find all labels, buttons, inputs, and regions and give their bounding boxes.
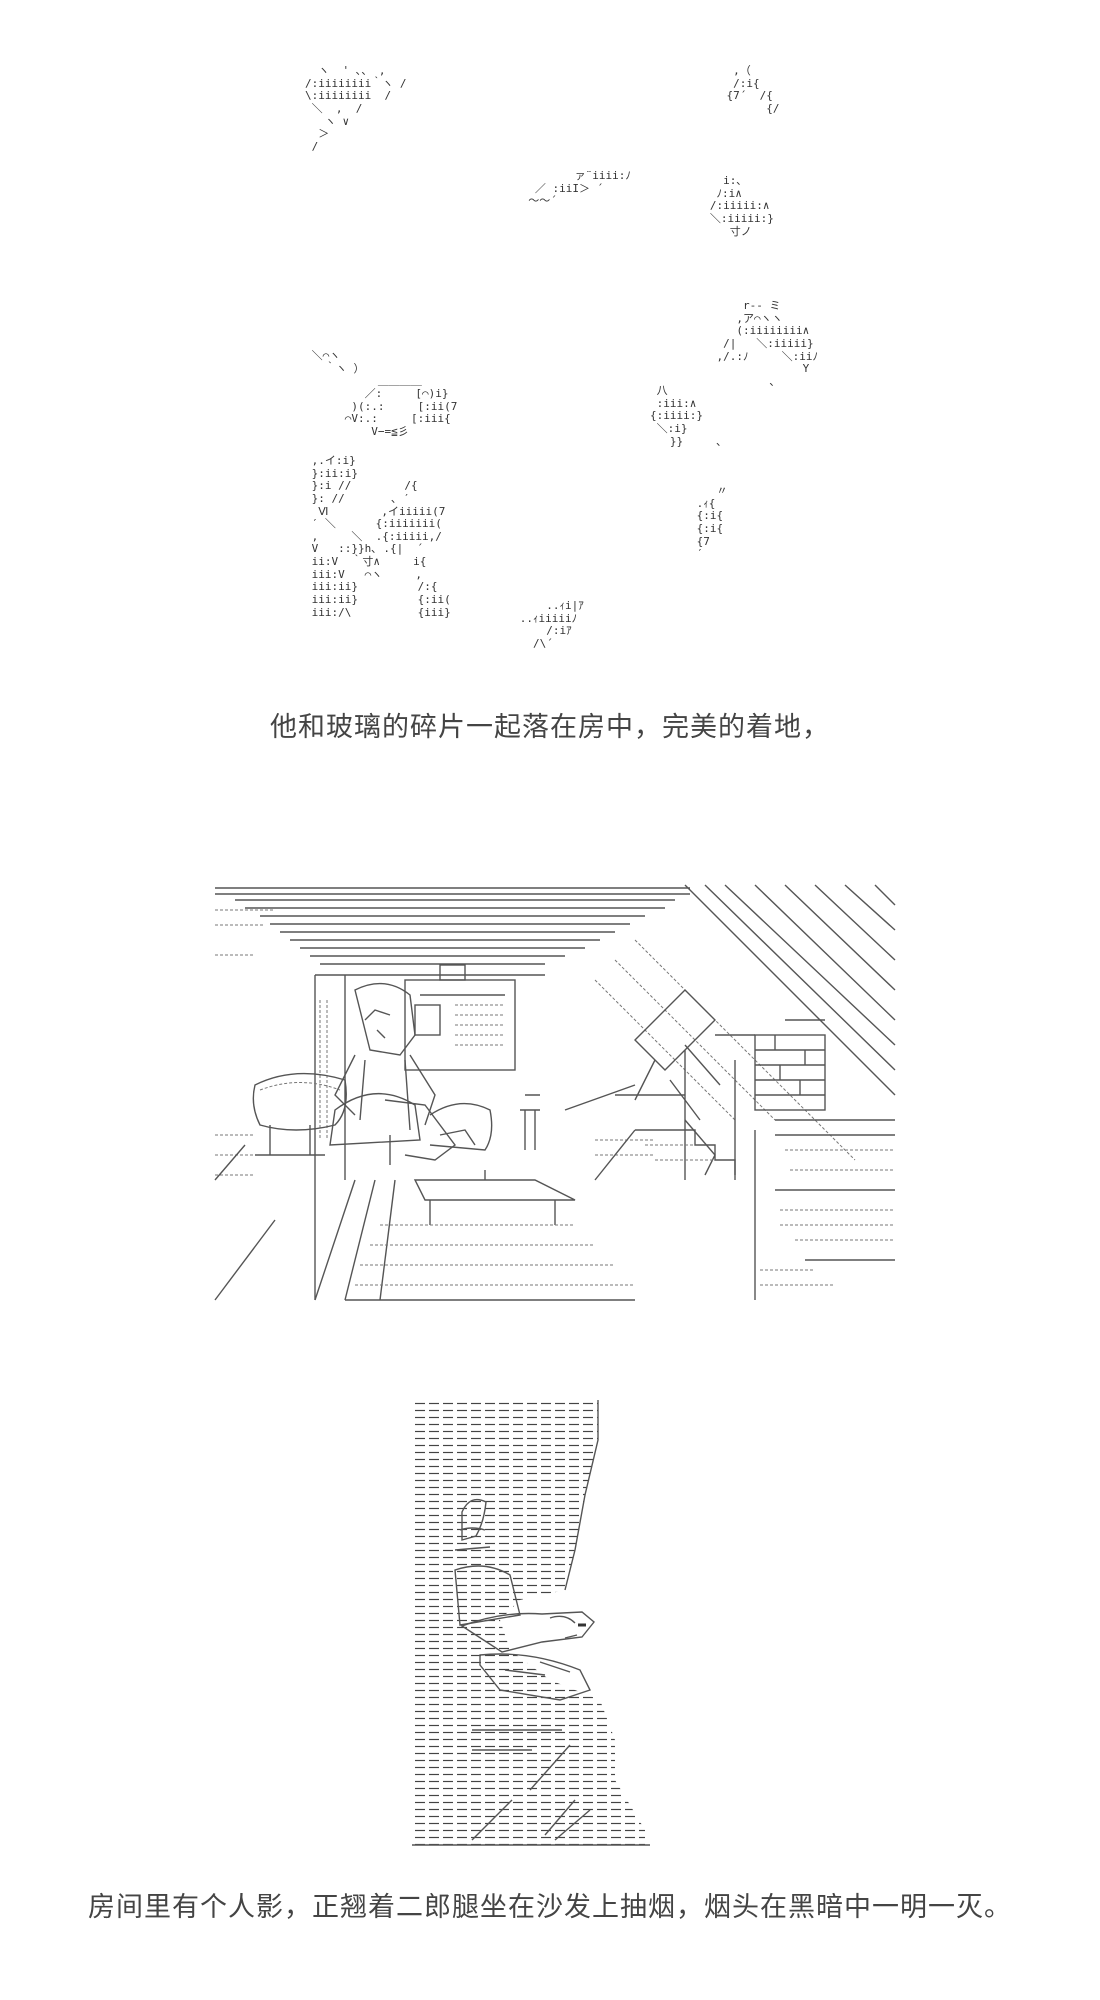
side-table	[252, 1072, 347, 1156]
panel-dark-room: 房间里有个人影，正翘着二郎腿坐在沙发上抽烟，烟头在黑暗中一明一灭。	[0, 1400, 1100, 2000]
figure-head	[461, 1498, 487, 1541]
dark-room-silhouette-illustration	[412, 1400, 650, 1846]
ascii-art-figure-body: ,.イ:i} }:ii:i} }:i // /{ }: // ､ ′ Ⅵ ,イi…	[311, 454, 451, 619]
right-shelves	[754, 1119, 895, 1300]
ascii-art-figure-right-leg: ..ｨi|ｱ ..ｨiiiiiﾉ /:iｱ /\´	[519, 599, 584, 650]
standing-figure	[334, 982, 436, 1165]
window-blinds	[594, 884, 896, 1161]
stairs	[594, 1129, 736, 1181]
cabinet	[404, 964, 516, 1071]
ceiling-layers	[215, 887, 690, 965]
panel-room-interior	[0, 860, 1100, 1310]
room-interior-illustration	[214, 884, 896, 1301]
ascii-art-glass-shard-top-right: ,（ /:i{ {7´ /{ {/	[726, 64, 780, 115]
caption-landing: 他和玻璃的碎片一起落在房中，完美的着地，	[270, 712, 830, 743]
ascii-art-glass-shard-lower-right: 〃 .ｨ{ {:i{ {:i{ {7 ′	[696, 484, 728, 561]
figure-arm-cigarette	[460, 1611, 595, 1653]
darkness-mass	[412, 1400, 645, 1845]
floor-and-rug	[214, 1144, 635, 1301]
brick-chimney	[715, 1019, 826, 1111]
ascii-art-glass-shard-middle: ァ¨iiii:ﾉ ／ :iiI＞ ´ ～～´	[528, 169, 631, 208]
figure-crossed-leg	[479, 1653, 591, 1701]
sofa	[329, 1093, 493, 1161]
panel-falling-figure: ヽ ' ､、 , /:iiiiiiii｀ヽ / \:iiiiiiii / ＼ ,…	[0, 0, 1100, 760]
ascii-art-figure-head: ＼⌒ヽ ｀ヽ ） ＿＿＿＿ ／: [⌒)i} )(:.: [:ii(7 ⌒V:.…	[311, 349, 458, 438]
figure-body	[454, 1565, 521, 1626]
coffee-table	[413, 1094, 576, 1225]
ascii-art-glass-shard-right: i:､ ﾉ:i∧ /:iiiii:∧ ＼:iiiii:} 寸ノ	[709, 174, 774, 238]
caption-silhouette-smoking: 房间里有个人影，正翘着二郎腿坐在沙发上抽烟，烟头在黑暗中一明一灭。	[88, 1892, 1012, 1923]
ascii-art-glass-shard-top-left: ヽ ' ､、 , /:iiiiiiii｀ヽ / \:iiiiiiii / ＼ ,…	[305, 64, 407, 153]
ascii-art-figure-left-arm: 八 :iii:∧ {:iiii:} ＼:i} }} ､	[650, 384, 722, 448]
ascii-art-glass-shard-upper-right: r‐- ミ ,ア⌒ヽヽ (:iiiiiiii∧ /| ＼:iiiii} ,/.:…	[716, 299, 818, 388]
doorway	[314, 974, 545, 1300]
left-wall-texture	[215, 909, 275, 1176]
broken-window-frame	[564, 989, 736, 1180]
